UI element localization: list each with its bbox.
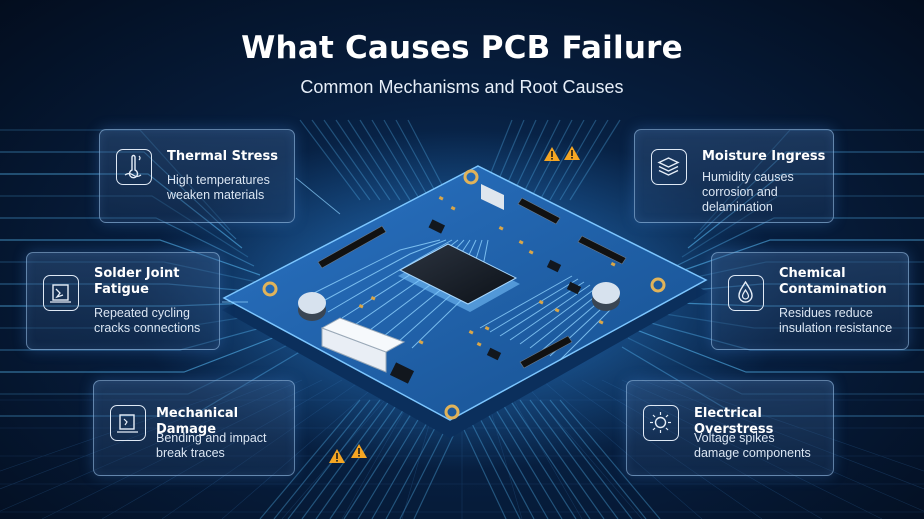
cause-card-chemical-contamination: Chemical Contamination Residues reduce i… bbox=[711, 252, 909, 350]
capacitor-left bbox=[298, 292, 326, 321]
cause-title: Chemical Contamination bbox=[779, 266, 887, 297]
warning-icon bbox=[351, 444, 367, 458]
pin-header-top bbox=[517, 197, 561, 225]
page-title: What Causes PCB Failure bbox=[241, 30, 683, 66]
cause-title: Mechanical Damage bbox=[156, 406, 239, 437]
cause-title: Thermal Stress bbox=[167, 149, 278, 164]
flame-drop-icon bbox=[728, 275, 764, 311]
cause-description: Humidity causes corrosion and delaminati… bbox=[702, 170, 794, 214]
mount-hole-left bbox=[262, 281, 278, 297]
board-bend-icon bbox=[110, 405, 146, 441]
cause-title: Electrical Overstress bbox=[694, 406, 774, 437]
spark-chip-icon bbox=[643, 405, 679, 441]
cause-description: High temperatures weaken materials bbox=[167, 173, 270, 202]
thermometer-icon bbox=[116, 149, 152, 185]
cause-card-mechanical-damage: Mechanical Damage Bending and impact bre… bbox=[93, 380, 295, 476]
cause-description: Voltage spikes damage components bbox=[694, 431, 811, 460]
mount-hole-bottom bbox=[444, 404, 460, 420]
warning-icon bbox=[544, 147, 560, 161]
cause-description: Repeated cycling cracks connections bbox=[94, 306, 201, 335]
layers-icon bbox=[651, 149, 687, 185]
cause-card-moisture-ingress: Moisture Ingress Humidity causes corrosi… bbox=[634, 129, 834, 223]
cause-title: Solder Joint Fatigue bbox=[94, 266, 180, 297]
mount-hole-right bbox=[650, 277, 666, 293]
cause-card-electrical-overstress: Electrical Overstress Voltage spikes dam… bbox=[626, 380, 834, 476]
cause-description: Bending and impact break traces bbox=[156, 431, 267, 460]
white-component bbox=[481, 184, 504, 210]
solder-joint-icon bbox=[43, 275, 79, 311]
cause-description: Residues reduce insulation resistance bbox=[779, 306, 893, 335]
warning-icon bbox=[329, 449, 345, 463]
page-subtitle: Common Mechanisms and Root Causes bbox=[300, 77, 624, 97]
cause-card-thermal-stress: Thermal Stress High temperatures weaken … bbox=[99, 129, 295, 223]
main-processor-chip bbox=[398, 243, 518, 305]
pin-header-bottom bbox=[519, 335, 573, 369]
warning-icon bbox=[564, 146, 580, 160]
cause-card-solder-joint-fatigue: Solder Joint Fatigue Repeated cycling cr… bbox=[26, 252, 220, 350]
capacitor-right bbox=[592, 282, 620, 311]
mount-hole-top bbox=[463, 169, 479, 185]
pin-header-left bbox=[317, 225, 387, 269]
pin-header-right bbox=[577, 235, 627, 265]
cause-title: Moisture Ingress bbox=[702, 149, 826, 164]
